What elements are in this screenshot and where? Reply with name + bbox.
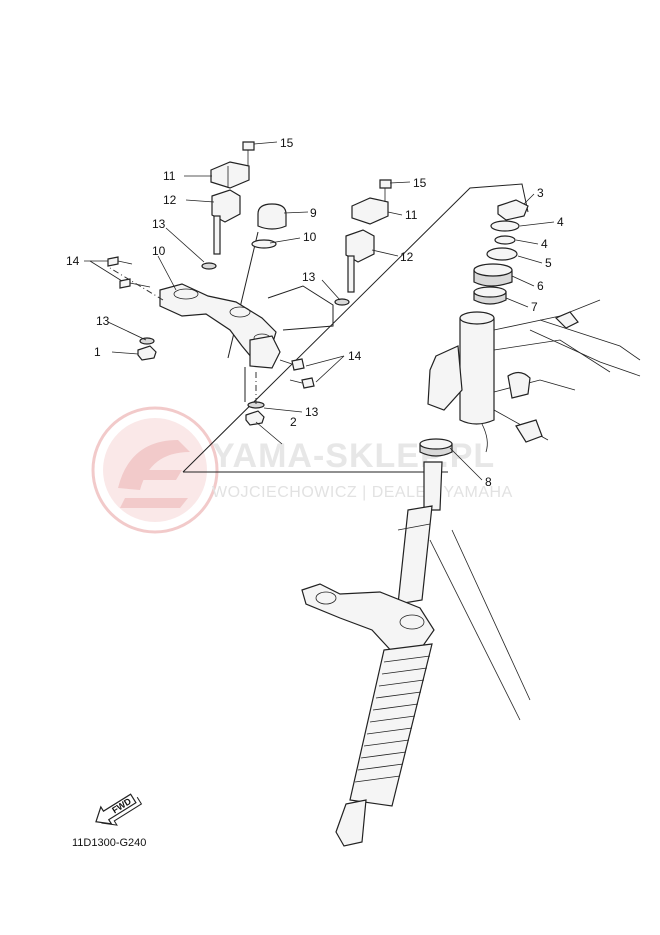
fwd-arrow-icon: FWD — [95, 793, 143, 826]
watermark-title: YAMA-SKLEP.PL — [212, 437, 495, 475]
steering-column — [301, 461, 531, 847]
bolts — [107, 256, 315, 389]
part-code: 11D1300-G240 — [72, 837, 146, 849]
vehicle-frame — [427, 299, 641, 453]
callout-5: 4 — [541, 237, 548, 251]
callout-14: 15 — [280, 136, 294, 150]
callout-4: 4 — [557, 215, 564, 229]
callout-13: 13 — [152, 217, 166, 231]
callout-11: 11 — [405, 208, 418, 222]
callout-11: 11 — [163, 169, 176, 183]
leader-lines — [84, 141, 555, 481]
callout-10: 14 — [348, 349, 362, 363]
callout-13: 13 — [302, 270, 316, 284]
dealer-logo-icon — [91, 406, 219, 534]
callout-4: 5 — [545, 256, 552, 270]
callout-10: 14 — [66, 254, 80, 268]
cap-and-washer — [251, 203, 287, 249]
callout-6: 3 — [537, 186, 544, 200]
callout-9: 10 — [152, 244, 166, 258]
callout-13: 13 — [305, 405, 319, 419]
callout-labels: 15 15 11 11 12 12 13 13 13 13 9 10 10 14… — [66, 136, 564, 489]
callout-2: 7 — [531, 300, 538, 314]
callout-15: 1 — [94, 345, 101, 359]
washers-and-nuts — [109, 267, 265, 426]
callout-8: 10 — [303, 230, 317, 244]
callout-7: 9 — [310, 206, 317, 220]
callout-12: 12 — [163, 193, 177, 207]
upper-bracket — [159, 283, 281, 369]
callout-1: 8 — [485, 475, 492, 489]
callout-15: 2 — [290, 415, 297, 429]
assembly-frame-lines — [182, 183, 529, 473]
handlebar-holder-right — [334, 179, 392, 306]
watermark: YAMA-SKLEP.PL WOJCIECHOWICZ | DEALER YAM… — [91, 406, 513, 534]
watermark-subtitle: WOJCIECHOWICZ | DEALER YAMAHA — [212, 484, 513, 501]
callout-13: 13 — [96, 314, 110, 328]
callout-14: 15 — [413, 176, 427, 190]
bearing-stack — [419, 199, 529, 457]
handlebar-holder-left — [201, 141, 255, 270]
callout-12: 12 — [400, 250, 414, 264]
callout-3: 6 — [537, 279, 544, 293]
